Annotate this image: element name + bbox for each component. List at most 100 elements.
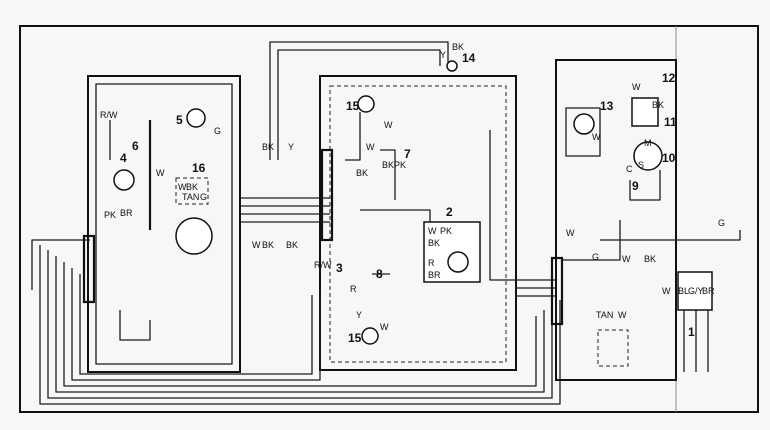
left-panel-inner <box>95 83 233 365</box>
wire-label-w-r: W <box>618 310 627 320</box>
wire-labels: R/W PK BR W G W BK TAN G W BK BK R/W BK … <box>100 42 725 332</box>
wire-label-rw-top: R/W <box>100 110 118 120</box>
wire-label-tan-r: TAN <box>596 310 613 320</box>
wire-label-r-bot: R <box>350 284 357 294</box>
wire-label-m-10: M <box>644 138 652 148</box>
wire-label-bk-12: BK <box>652 100 664 110</box>
wire-label-br-2: BR <box>428 270 441 280</box>
wire-label-w-16: W <box>178 182 187 192</box>
wire-label-w-12: W <box>632 82 641 92</box>
wire-label-bk-top: BK <box>262 142 274 152</box>
connector-right <box>550 256 564 326</box>
wire-label-bk-7: BK <box>382 160 394 170</box>
wire-label-w-2: W <box>428 226 437 236</box>
wire-label-g-5: G <box>214 126 221 136</box>
wire-ground-g <box>600 230 741 241</box>
component-14 <box>446 60 458 72</box>
wire-left-switch <box>119 310 151 341</box>
wire-label-br-left: BR <box>120 208 133 218</box>
component-13 <box>573 113 595 135</box>
label-16: 16 <box>192 161 206 175</box>
wire-center-4 <box>489 130 515 281</box>
wire-top-loop-1 <box>269 41 449 160</box>
wire-label-bk-mid2: BK <box>286 240 298 250</box>
label-5: 5 <box>176 113 183 127</box>
wire-label-g-16: G <box>200 192 207 202</box>
component-2 <box>423 221 481 283</box>
wire-label-gy-1: G/Y <box>688 286 704 296</box>
wire-label-w-13: W <box>592 132 601 142</box>
component-tan-box <box>597 329 629 367</box>
wire-right-1 <box>562 220 621 261</box>
wire-label-y-15b: Y <box>356 310 362 320</box>
terminal-block-1 <box>677 271 713 311</box>
wire-label-y-top: Y <box>288 142 294 152</box>
wire-label-rw-mid: R/W <box>314 260 332 270</box>
wire-label-w-right2: W <box>622 254 631 264</box>
label-8: 8 <box>376 267 383 281</box>
right-panel <box>555 59 677 381</box>
wire-label-tan-16: TAN <box>182 192 199 202</box>
wire-label-pk-2: PK <box>440 226 452 236</box>
wire-label-w-right1: W <box>566 228 575 238</box>
component-11 <box>631 97 659 127</box>
connector-center <box>320 148 334 242</box>
label-9: 9 <box>632 179 639 193</box>
component-5 <box>186 108 206 128</box>
label-7: 7 <box>404 147 411 161</box>
wire-label-g-far: G <box>718 218 725 228</box>
wire-label-bk-mid1: BK <box>262 240 274 250</box>
center-panel <box>319 75 517 371</box>
timer-motor <box>175 217 213 255</box>
wire-label-y-14: Y <box>440 50 446 60</box>
connector-left <box>82 234 96 304</box>
wire-label-bk-right: BK <box>644 254 656 264</box>
wire-label-bk-15a: BK <box>356 168 368 178</box>
label-1: 1 <box>688 325 695 339</box>
label-15-top: 15 <box>346 99 360 113</box>
wire-right-2 <box>629 170 661 201</box>
label-12: 12 <box>662 71 676 85</box>
label-3: 3 <box>336 261 343 275</box>
wire-label-br-1: BR <box>702 286 715 296</box>
label-13: 13 <box>600 99 614 113</box>
wire-label-bk-16: BK <box>186 182 198 192</box>
wire-label-bk-2: BK <box>428 238 440 248</box>
label-6: 6 <box>132 139 139 153</box>
wire-label-w-7: W <box>366 142 375 152</box>
wire-center-3 <box>360 209 431 222</box>
component-15-bottom <box>361 327 379 345</box>
bottom-wire-bundle <box>39 245 561 405</box>
wire-label-w-15a: W <box>384 120 393 130</box>
wire-label-r-2: R <box>428 258 435 268</box>
compressor-10 <box>633 141 663 171</box>
wire-label-c-9: C <box>626 164 633 174</box>
component-4 <box>113 169 135 191</box>
left-panel <box>87 75 241 373</box>
wire-label-bl-1: BL <box>678 286 689 296</box>
wire-label-g-right: G <box>592 252 599 262</box>
center-panel-dashed <box>329 85 507 363</box>
wire-label-pk-7: PK <box>394 160 406 170</box>
wire-label-bk-14: BK <box>452 42 464 52</box>
component-2-motor <box>447 251 469 273</box>
label-11: 11 <box>664 115 677 129</box>
wire-center-1 <box>345 112 361 161</box>
wire-label-w-15b: W <box>380 322 389 332</box>
component-15-top <box>357 95 375 113</box>
wire-label-w-mid1: W <box>252 240 261 250</box>
label-10: 10 <box>662 151 676 165</box>
wire-center-2 <box>380 149 396 200</box>
label-2: 2 <box>446 205 453 219</box>
wire-label-w-1: W <box>662 286 671 296</box>
label-14: 14 <box>462 51 476 65</box>
wire-top-loop-2 <box>277 49 441 160</box>
component-13-box <box>565 107 601 157</box>
label-4: 4 <box>120 151 127 165</box>
wire-label-pk-left: PK <box>104 210 116 220</box>
middle-wire-bundle <box>31 197 556 297</box>
component-16-box <box>175 177 209 205</box>
wire-label-s-10: S <box>638 160 644 170</box>
